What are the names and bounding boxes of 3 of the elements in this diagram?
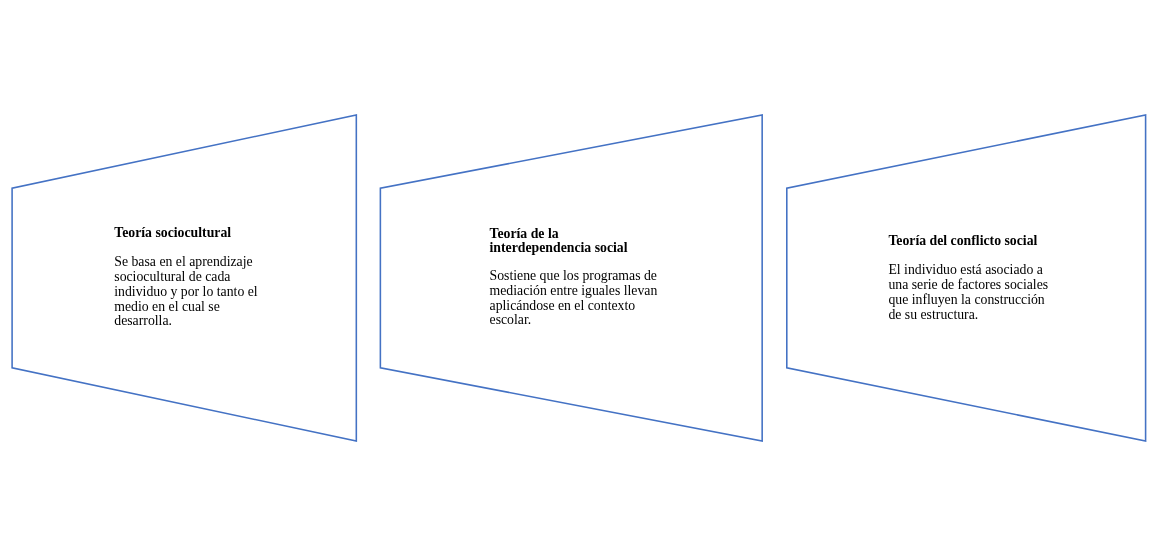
- node-box: Teoría sociocultural Se basa en el aprendizaje sociocultural de cada individuo y por lo tanto el medio en el cual se desarrolla.: [11, 113, 358, 442]
- node-box: Teoría del conflicto social El individuo está asociado a una serie de factores sociales que influyen la construcción de su estructura.: [786, 113, 1147, 442]
- node-box: Teoría de la interdependencia social Sostiene que los programas de mediación entre iguales llevan aplicándose en el contexto escolar.: [379, 113, 763, 442]
